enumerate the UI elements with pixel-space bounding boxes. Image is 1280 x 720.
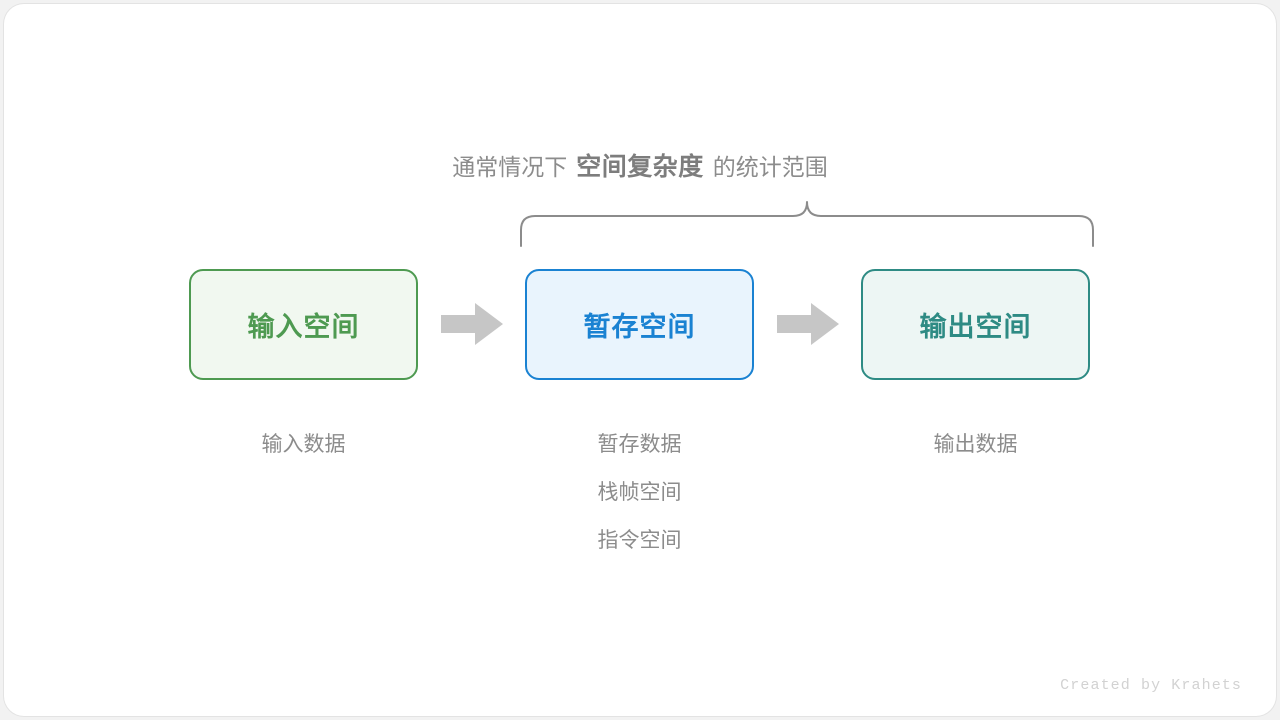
credit-text: Created by Krahets <box>1060 677 1242 694</box>
scope-caption-suffix: 的统计范围 <box>712 154 828 180</box>
caption-item: 栈帧空间 <box>597 481 682 504</box>
box-input-space-label: 输入空间 <box>247 312 360 342</box>
caption-column-output: 输出数据 <box>861 421 1090 469</box>
scope-caption: 通常情况下空间复杂度的统计范围 <box>0 150 1280 184</box>
box-buffer-space-label: 暂存空间 <box>583 312 696 342</box>
caption-item: 暂存数据 <box>597 433 682 456</box>
box-output-space[interactable]: 输出空间 <box>861 269 1090 380</box>
arrow-right-icon <box>441 303 503 345</box>
scope-brace-icon <box>520 201 1094 247</box>
box-buffer-space[interactable]: 暂存空间 <box>525 269 754 380</box>
caption-column-buffer: 暂存数据 栈帧空间 指令空间 <box>525 421 754 565</box>
caption-item: 指令空间 <box>597 529 682 552</box>
caption-item: 输入数据 <box>261 433 346 456</box>
scope-caption-prefix: 通常情况下 <box>452 154 568 180</box>
scope-caption-emphasis: 空间复杂度 <box>576 153 704 181</box>
box-input-space[interactable]: 输入空间 <box>189 269 418 380</box>
caption-column-input: 输入数据 <box>189 421 418 469</box>
caption-item: 输出数据 <box>933 433 1018 456</box>
arrow-right-icon <box>777 303 839 345</box>
box-output-space-label: 输出空间 <box>919 312 1032 342</box>
